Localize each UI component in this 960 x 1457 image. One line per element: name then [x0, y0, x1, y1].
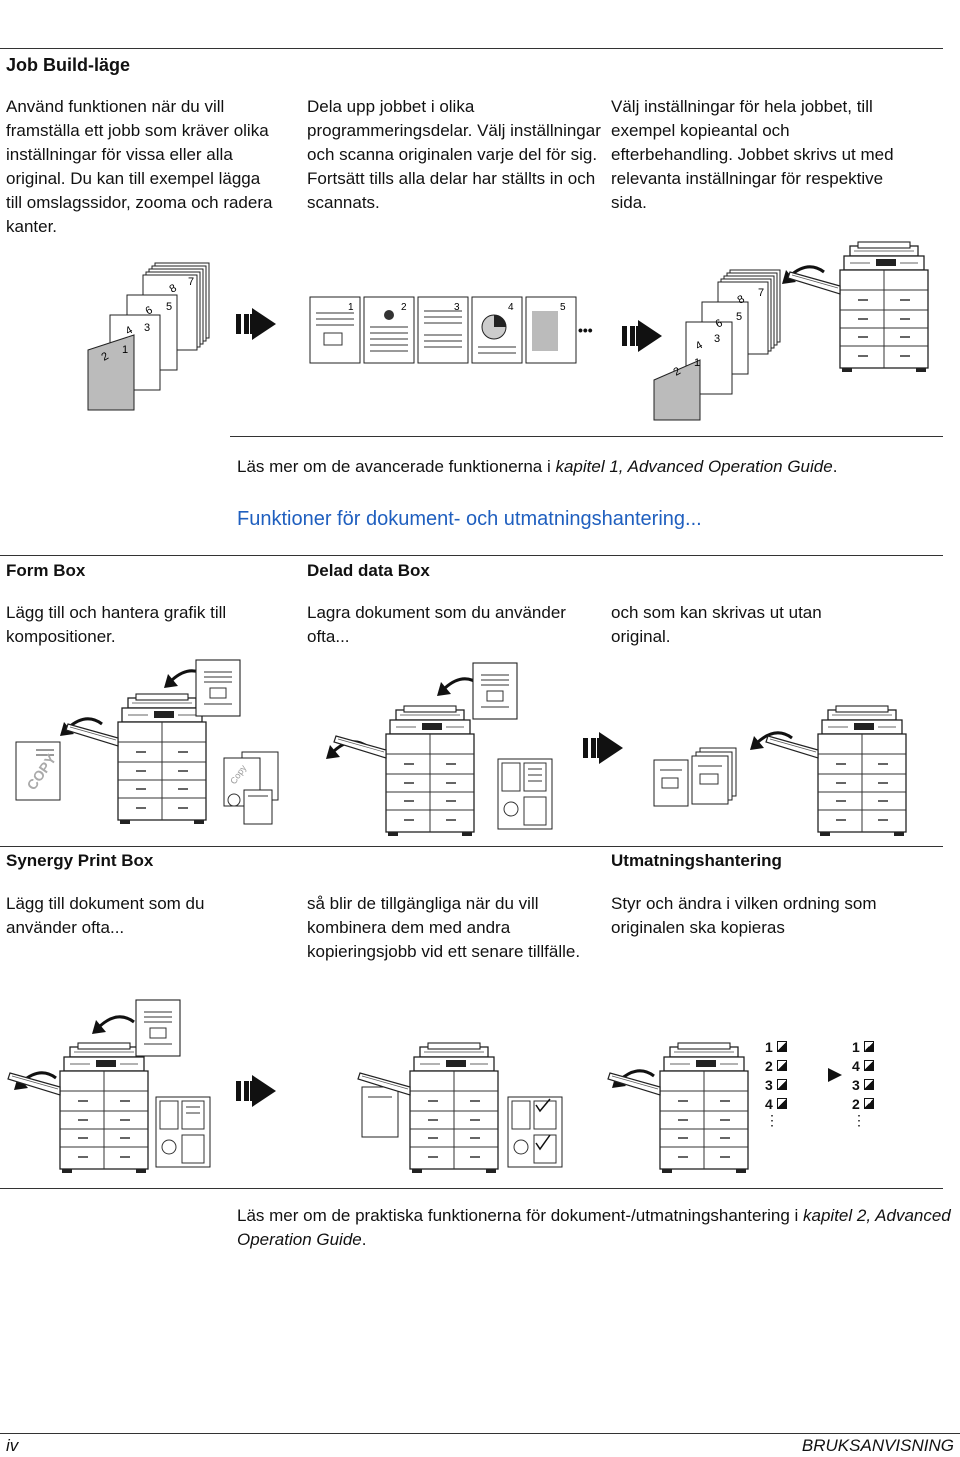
delad-data-box-text1: Lagra dokument som du använder ofta...	[307, 603, 566, 646]
box-stack-icon	[497, 758, 553, 830]
page-number-7: 7	[188, 276, 194, 288]
curl-arrow-icon	[90, 1015, 136, 1036]
part-number-1: 1	[348, 302, 354, 313]
synergy-original-page-icon	[135, 999, 181, 1057]
form-output-pages-icon: Copy	[223, 751, 279, 825]
part-number-3: 3	[454, 302, 460, 313]
note2-suffix: .	[361, 1230, 367, 1249]
printed-stack-icon	[653, 747, 737, 807]
job-build-intro: Använd funktionen när du vill framställa…	[6, 97, 273, 236]
combined-box-icon	[507, 1096, 563, 1168]
out-number-5: 5	[736, 311, 742, 323]
note2-prefix: Läs mer om de praktiska funktionerna för…	[237, 1206, 804, 1225]
delad-data-box-text2: och som kan skrivas ut utan original.	[611, 603, 822, 646]
utmatning-text: Styr och ändra i vilken ordning som orig…	[611, 894, 877, 937]
job-build-step1: Dela upp jobbet i olika programmeringsde…	[307, 97, 601, 212]
arrow-right-icon	[583, 732, 623, 764]
out-number-4: 4	[694, 339, 705, 352]
section-rule-1	[0, 555, 943, 556]
synergy-text1: Lägg till dokument som du använder ofta.…	[6, 894, 205, 937]
order-after-list: 1 4 3 2 ⋮	[852, 1038, 892, 1128]
originals-stack-illustration: 7 8 5 6 3 4 1 2	[87, 262, 210, 411]
copier-icon	[787, 241, 929, 373]
program-pages-illustration: 1 2 3 4 5	[309, 296, 577, 364]
note1-rule	[230, 436, 943, 437]
order-before-item: 2	[765, 1057, 805, 1076]
form-original-page-icon	[195, 659, 241, 717]
page-number-3: 3	[144, 322, 150, 334]
page-number-5: 5	[166, 301, 172, 313]
utmatning-title: Utmatningshantering	[611, 851, 782, 870]
note1-text: Läs mer om de avancerade funktionerna i …	[237, 455, 837, 479]
part-number-2: 2	[401, 302, 407, 313]
out-number-1: 1	[694, 357, 700, 369]
order-after-item: 4	[852, 1057, 892, 1076]
arrow-right-icon	[236, 1075, 276, 1107]
out-number-3: 3	[714, 333, 720, 345]
order-before-item: 4	[765, 1095, 805, 1114]
note2-rule	[0, 1188, 943, 1189]
order-before-item: 3	[765, 1076, 805, 1095]
top-rule	[0, 48, 943, 49]
synergy-box-icon	[155, 1096, 211, 1168]
order-before-list: 1 2 3 4 ⋮	[765, 1038, 805, 1128]
page-number-1: 1	[122, 344, 128, 356]
footer-rule	[0, 1433, 960, 1434]
part-number-4: 4	[508, 302, 514, 313]
copy-stamp-page-icon: COPY	[15, 741, 61, 801]
copier-icon	[7, 1042, 149, 1174]
out-number-8: 8	[736, 293, 747, 306]
page-number-4: 4	[124, 324, 135, 337]
form-box-text: Lägg till och hantera grafik till kompos…	[6, 603, 227, 646]
copier-icon	[333, 705, 475, 837]
page-number-6: 6	[144, 304, 155, 317]
play-arrow-icon	[828, 1068, 842, 1082]
arrow-right-icon	[236, 308, 276, 340]
note1-prefix: Läs mer om de avancerade funktionerna i	[237, 457, 556, 476]
out-number-7: 7	[758, 287, 764, 299]
stored-original-page-icon	[472, 662, 518, 720]
order-after-dots: ⋮	[852, 1112, 866, 1128]
copier-icon	[607, 1042, 749, 1174]
note1-suffix: .	[832, 457, 838, 476]
manual-name: BRUKSANVISNING	[801, 1436, 954, 1455]
synergy-text2: så blir de tillgängliga när du vill komb…	[307, 894, 581, 961]
page-number-2: 2	[100, 350, 111, 363]
order-after-item: 1	[852, 1038, 892, 1057]
copier-icon	[357, 1042, 499, 1174]
synergy-title: Synergy Print Box	[6, 851, 154, 870]
page-number-8: 8	[168, 282, 179, 295]
job-build-step2: Välj inställningar för hela jobbet, till…	[611, 97, 894, 212]
output-stack-illustration: 7 8 5 6 3 4 1 2	[653, 269, 781, 421]
order-after-item: 2	[852, 1095, 892, 1114]
section-rule-2	[0, 846, 943, 847]
part-number-5: 5	[560, 302, 566, 313]
form-box-title: Form Box	[6, 561, 86, 580]
order-before-item: 1	[765, 1038, 805, 1057]
page-number: iv	[6, 1436, 19, 1455]
note2-text: Läs mer om de praktiska funktionerna för…	[237, 1204, 957, 1252]
copier-icon	[765, 705, 907, 837]
order-after-item: 3	[852, 1076, 892, 1095]
note2-ref: kapitel 2, Advanced Operation Guide	[237, 1206, 951, 1249]
out-number-6: 6	[714, 317, 725, 330]
combined-page-icon	[361, 1086, 399, 1138]
note1-ref: kapitel 1, Advanced Operation Guide	[555, 457, 833, 476]
job-build-title: Job Build-läge	[6, 55, 131, 75]
delad-data-box-title: Delad data Box	[307, 561, 430, 580]
out-number-2: 2	[672, 365, 683, 378]
ellipsis: •••	[578, 322, 593, 338]
section-title: Funktioner för dokument- och utmatningsh…	[237, 508, 702, 530]
order-before-dots: ⋮	[765, 1112, 779, 1128]
